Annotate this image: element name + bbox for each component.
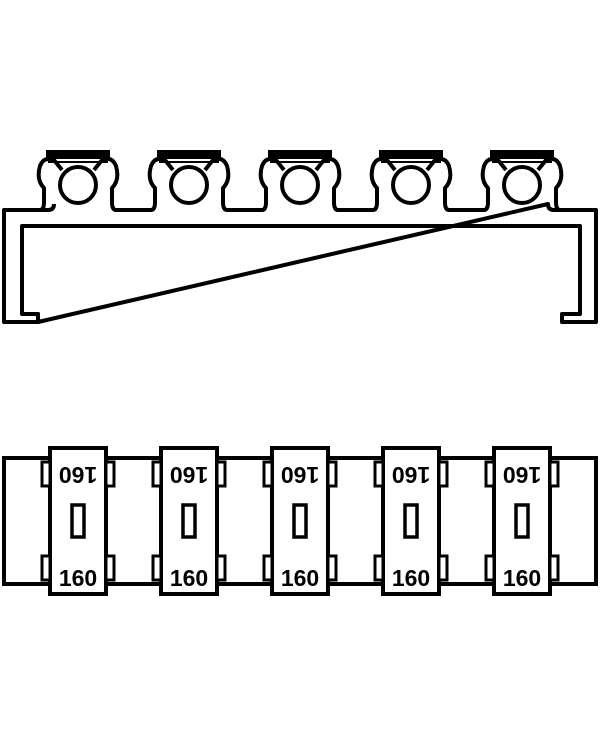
side-module <box>22 150 134 210</box>
top-module: 160 160 <box>42 448 114 594</box>
module-tab <box>486 556 494 580</box>
top-view-modules: 160 160 160 160 160 160 160 160 160 160 <box>42 448 558 594</box>
module-tab <box>375 462 383 486</box>
module-label-bottom: 160 <box>170 565 208 591</box>
module-cap <box>157 150 221 159</box>
side-module <box>133 150 245 210</box>
module-screw-circle <box>393 167 429 203</box>
top-module: 160 160 <box>375 448 447 594</box>
module-label-top: 160 <box>503 462 541 488</box>
module-tab <box>153 556 161 580</box>
din-rail-outline <box>4 204 596 322</box>
module-label-bottom: 160 <box>392 565 430 591</box>
module-tab <box>328 556 336 580</box>
module-screw-circle <box>504 167 540 203</box>
module-screw-circle <box>282 167 318 203</box>
module-tab <box>439 462 447 486</box>
side-module <box>355 150 467 210</box>
module-tab <box>42 462 50 486</box>
module-tab <box>153 462 161 486</box>
module-cap <box>46 150 110 159</box>
module-tab <box>328 462 336 486</box>
side-view <box>4 204 596 322</box>
module-label-bottom: 160 <box>503 565 541 591</box>
module-label-top: 160 <box>170 462 208 488</box>
top-module: 160 160 <box>153 448 225 594</box>
side-module <box>466 150 578 210</box>
module-tab <box>217 556 225 580</box>
module-tab <box>264 556 272 580</box>
side-module <box>244 150 356 210</box>
module-cap <box>490 150 554 159</box>
module-tab <box>550 556 558 580</box>
module-tab <box>550 462 558 486</box>
module-tab <box>486 462 494 486</box>
module-label-bottom: 160 <box>281 565 319 591</box>
module-tab <box>106 462 114 486</box>
module-label-top: 160 <box>59 462 97 488</box>
top-module: 160 160 <box>486 448 558 594</box>
module-tab <box>439 556 447 580</box>
module-label-top: 160 <box>392 462 430 488</box>
module-label-top: 160 <box>281 462 319 488</box>
module-tab <box>375 556 383 580</box>
module-tab <box>264 462 272 486</box>
module-screw-circle <box>171 167 207 203</box>
module-tab <box>106 556 114 580</box>
module-tab <box>42 556 50 580</box>
side-view-modules <box>4 150 596 210</box>
module-cap <box>379 150 443 159</box>
module-label-bottom: 160 <box>59 565 97 591</box>
module-cap <box>268 150 332 159</box>
top-module: 160 160 <box>264 448 336 594</box>
module-tab <box>217 462 225 486</box>
module-screw-circle <box>60 167 96 203</box>
